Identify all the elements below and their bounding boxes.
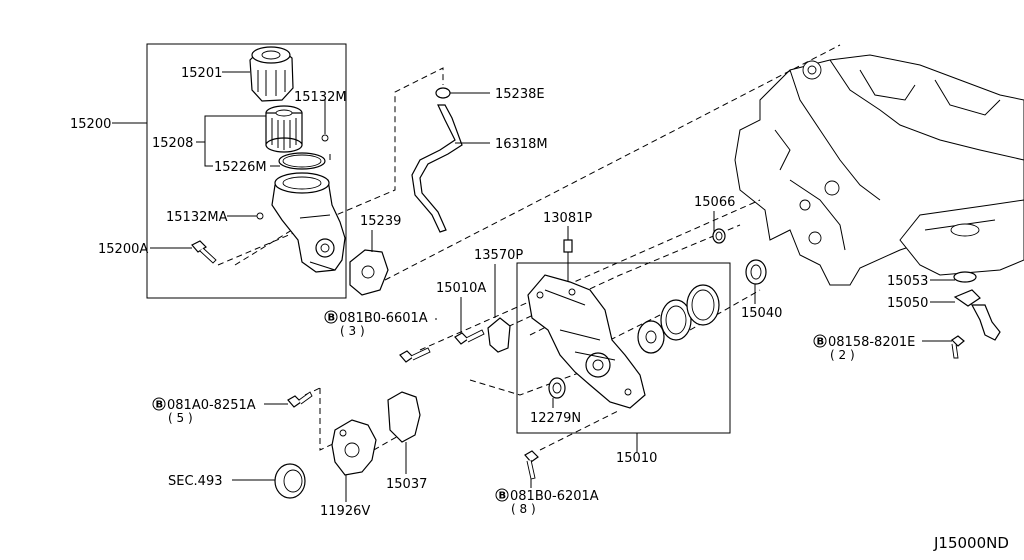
label-15132M: 15132M xyxy=(294,90,347,105)
label-15200: 15200 xyxy=(70,117,111,132)
label-15239: 15239 xyxy=(360,214,401,229)
label-15053: 15053 xyxy=(887,274,928,289)
bolt-qty: ( 5 ) xyxy=(168,411,193,425)
gasket-13570P-part xyxy=(487,317,511,353)
sprocket-part xyxy=(637,320,665,354)
bolt-code: 081B0-6601A xyxy=(339,311,428,326)
label-15238E: 15238E xyxy=(495,87,545,102)
bolt-081B0-6201A-part xyxy=(524,450,539,480)
label-13081P: 13081P xyxy=(543,211,592,226)
bolt-15200A-part xyxy=(191,240,217,264)
bolt-callout-081B0-6601A: B 081B0-6601A ( 3 ) xyxy=(324,310,428,338)
oil-filter-housing-part xyxy=(271,172,346,273)
label-15040: 15040 xyxy=(741,306,782,321)
bolt-code: 081A0-8251A xyxy=(167,398,256,413)
bolt-081A0-8251A-part xyxy=(287,391,313,408)
bolt-callout-081B0-6201A: B 081B0-6201A ( 8 ) xyxy=(495,488,599,516)
badge-letter: B xyxy=(817,337,825,348)
oil-filter-cap-part xyxy=(249,46,294,102)
label-11926V: 11926V xyxy=(320,504,370,519)
oil-seal-12279N-part xyxy=(548,377,566,399)
bolt-callout-081A0-8251A: B 081A0-8251A ( 5 ) xyxy=(152,397,256,425)
engine-block-illustration xyxy=(734,54,1024,286)
oil-pump-gear-part xyxy=(660,299,692,341)
gasket-15053-part xyxy=(953,271,977,283)
label-15037: 15037 xyxy=(386,477,427,492)
leader-lines xyxy=(112,71,955,502)
label-15208: 15208 xyxy=(152,136,193,151)
bolt-code: 081B0-6201A xyxy=(510,489,599,504)
oil-filter-element-part xyxy=(265,105,303,153)
badge-letter: B xyxy=(499,491,507,502)
label-15066: 15066 xyxy=(694,195,735,210)
gasket-15037-part xyxy=(387,391,421,443)
label-15200A: 15200A xyxy=(98,242,148,257)
oil-filter-group-box xyxy=(146,43,347,299)
badge-letter: B xyxy=(156,400,164,411)
o-ring-part xyxy=(321,134,329,142)
label-15010A: 15010A xyxy=(436,281,486,296)
hose-clamp-part xyxy=(435,87,458,99)
label-16318M: 16318M xyxy=(495,137,548,152)
label-15132MA: 15132MA xyxy=(166,210,228,225)
label-15050: 15050 xyxy=(887,296,928,311)
bolt-qty: ( 3 ) xyxy=(340,324,365,338)
bolt-08158-8201E-part xyxy=(951,335,965,359)
assembly-guide-lines xyxy=(217,44,841,456)
label-sec493: SEC.493 xyxy=(168,474,223,489)
oil-seal-15040-part xyxy=(745,259,767,285)
bolt-qty: ( 2 ) xyxy=(830,348,855,362)
water-pump-housing-part xyxy=(331,419,377,476)
bolt-081B0-6601A-part xyxy=(399,347,431,363)
o-ring-15066-part xyxy=(712,228,726,244)
bracket-15239-part xyxy=(349,249,389,296)
bolt-15010A-part xyxy=(454,329,485,345)
oil-pipe-15050-part xyxy=(953,289,1001,341)
front-cover-group-box xyxy=(516,262,731,434)
badge-letter: B xyxy=(328,313,336,324)
front-cover-part xyxy=(527,274,646,409)
seal-ring-part xyxy=(686,284,720,326)
label-12279N: 12279N xyxy=(530,411,581,426)
diagram-code: J15000ND xyxy=(933,534,1009,552)
label-15226M: 15226M xyxy=(214,160,267,175)
bolt-qty: ( 8 ) xyxy=(511,502,536,516)
gasket-ring-part xyxy=(278,152,326,170)
label-13570P: 13570P xyxy=(474,248,523,263)
o-ring-small-part xyxy=(256,212,264,220)
bolt-callout-08158-8201E: B 08158-8201E ( 2 ) xyxy=(813,334,915,362)
crank-seal-part xyxy=(274,463,306,499)
label-15201: 15201 xyxy=(181,66,222,81)
oil-hose-part xyxy=(411,104,463,233)
bolt-code: 08158-8201E xyxy=(828,335,915,350)
label-15010: 15010 xyxy=(616,451,657,466)
